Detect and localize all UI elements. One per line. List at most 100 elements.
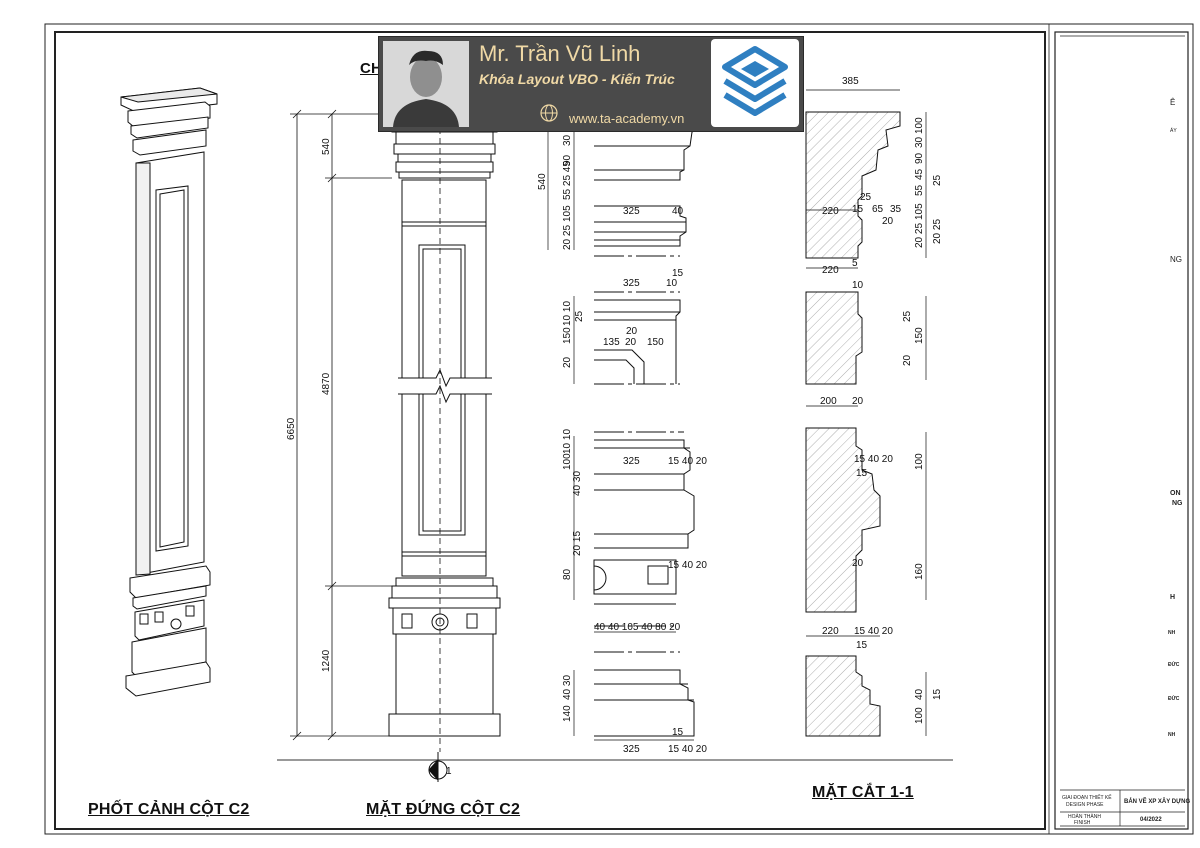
detail-dim-30: 30 bbox=[562, 134, 573, 146]
section-dim-20-b: 20 bbox=[902, 354, 913, 366]
section-dim-25-b: 25 bbox=[902, 310, 913, 322]
section-dim-20-25-b: 20 25 bbox=[932, 219, 943, 244]
section-dim-25: 25 bbox=[932, 174, 943, 186]
section-dim-25-a: 25 bbox=[860, 192, 872, 203]
section-dim-40: 40 bbox=[914, 688, 925, 700]
section-dim-150: 150 bbox=[914, 327, 925, 344]
detail-dim-20-c: 20 bbox=[625, 337, 637, 348]
title-block-side-2: ÁY bbox=[1170, 128, 1177, 134]
dim-bottom: 1240 bbox=[321, 649, 332, 672]
section-dim-20-a: 20 bbox=[882, 216, 894, 227]
section-marker-label: 1 bbox=[446, 766, 452, 777]
elevation-title: MẶT ĐỨNG CỘT C2 bbox=[366, 801, 521, 818]
title-block-side-10: NH bbox=[1168, 732, 1176, 738]
section-dim-20-c: 20 bbox=[852, 396, 864, 407]
detail-dim-80: 80 bbox=[562, 568, 573, 580]
title-block-side-1: Ê bbox=[1170, 98, 1176, 107]
title-block-finish-label: HOÀN THÀNH bbox=[1068, 814, 1101, 820]
avatar bbox=[383, 41, 469, 127]
detail-dim-base-15: 15 bbox=[672, 727, 684, 738]
section-marker-symbol bbox=[428, 752, 448, 782]
detail-dim-325-d: 325 bbox=[623, 744, 640, 755]
section-profile-drawing bbox=[805, 111, 901, 737]
section-dim-20-25: 20 25 bbox=[914, 223, 925, 248]
detail-dim-40: 40 bbox=[672, 206, 684, 217]
sheet-border bbox=[44, 23, 1194, 835]
section-dim-35: 35 bbox=[890, 204, 902, 215]
dim-total: 6650 bbox=[286, 417, 297, 440]
elevation-dimension-lines bbox=[290, 109, 392, 741]
title-block-side-8: ĐỨC bbox=[1168, 662, 1180, 668]
banner-course: Khóa Layout VBO - Kiến Trúc bbox=[479, 71, 675, 87]
detail-dim-40-30: 40 30 bbox=[572, 471, 583, 496]
detail-dim-90: 90 bbox=[562, 154, 573, 166]
section-dim-15-d: 15 bbox=[932, 688, 943, 700]
title-block-side-7: NH bbox=[1168, 630, 1176, 636]
section-dim-20-d: 20 bbox=[852, 558, 864, 569]
detail-dim-20-25: 20 25 bbox=[562, 225, 573, 250]
section-dim-10: 10 bbox=[852, 280, 864, 291]
detail-dim-20-15: 20 15 bbox=[572, 531, 583, 556]
section-dimension-lines bbox=[806, 89, 927, 736]
title-block-phase-label-en: DESIGN PHASE bbox=[1066, 802, 1104, 808]
detail-dim-150-b: 150 bbox=[647, 337, 664, 348]
section-dim-200: 200 bbox=[820, 396, 837, 407]
stacked-layers-logo bbox=[711, 39, 799, 127]
detail-dim-540: 540 bbox=[537, 173, 548, 190]
perspective-title: PHỐT CẢNH CỘT C2 bbox=[88, 801, 250, 818]
detail-dim-135: 135 bbox=[603, 337, 620, 348]
section-dim-220-a: 220 bbox=[822, 206, 839, 217]
detail-dim-325-b: 325 bbox=[623, 278, 640, 289]
detail-heading-start: CH bbox=[360, 60, 383, 77]
title-block-side-6: H bbox=[1170, 594, 1176, 601]
section-dim-15-b: 15 bbox=[856, 468, 868, 479]
detail-dim-150: 150 bbox=[562, 327, 573, 344]
detail-dim-105: 105 bbox=[562, 205, 573, 222]
section-dim-100-b: 100 bbox=[914, 453, 925, 470]
section-dim-15-40-20-a: 15 40 20 bbox=[854, 454, 893, 465]
section-dim-30: 30 bbox=[914, 136, 925, 148]
section-dim-15-40-20-b: 15 40 20 bbox=[854, 626, 893, 637]
detail-dim-15-40-20: 15 40 20 bbox=[668, 456, 707, 467]
title-block-side-9: ĐỨC bbox=[1168, 696, 1180, 702]
section-dim-45: 45 bbox=[914, 168, 925, 180]
section-dim-90: 90 bbox=[914, 152, 925, 164]
section-dim-55: 55 bbox=[914, 184, 925, 196]
section-dim-5: 5 bbox=[852, 258, 858, 269]
section-title: MẶT CẮT 1-1 bbox=[812, 784, 914, 801]
detail-dim-15-40-20-c: 15 40 20 bbox=[668, 744, 707, 755]
banner-website: www.ta-academy.vn bbox=[569, 111, 685, 126]
section-dim-100-c: 100 bbox=[914, 707, 925, 724]
detail-dim-base-140: 140 bbox=[562, 705, 573, 722]
detail-profile-drawing bbox=[593, 95, 707, 737]
detail-dim-25: 25 bbox=[574, 310, 585, 322]
title-block-side-5: NG bbox=[1172, 500, 1183, 507]
detail-dim-55-25-45: 55 25 45 bbox=[562, 161, 573, 200]
detail-dim-20-b: 20 bbox=[626, 326, 638, 337]
detail-dim-325-c: 325 bbox=[623, 456, 640, 467]
banner-name: Mr. Trần Vũ Linh bbox=[479, 41, 641, 66]
title-block-side-4: ON bbox=[1170, 490, 1181, 497]
dim-top: 540 bbox=[321, 138, 332, 155]
detail-dim-10-10: 10 10 bbox=[562, 301, 573, 326]
detail-dim-15-b: 15 bbox=[672, 268, 684, 279]
section-dim-65: 65 bbox=[872, 204, 884, 215]
title-block-finish-label-en: FINISH bbox=[1074, 820, 1091, 826]
detail-dim-100: 100 bbox=[562, 453, 573, 470]
detail-dim-20-d: 20 bbox=[562, 356, 573, 368]
dim-middle: 4870 bbox=[321, 372, 332, 395]
column-perspective-drawing bbox=[120, 87, 218, 697]
detail-dim-15-40-20-b: 15 40 20 bbox=[668, 560, 707, 571]
section-dim-100: 100 bbox=[914, 117, 925, 134]
detail-dim-10: 10 bbox=[666, 278, 678, 289]
title-block-phase-value: BẢN VẼ XP XÂY DỰNG bbox=[1124, 799, 1191, 805]
section-dim-220-b: 220 bbox=[822, 265, 839, 276]
promo-banner: Mr. Trần Vũ Linh Khóa Layout VBO - Kiến … bbox=[378, 36, 804, 132]
section-dim-160: 160 bbox=[914, 563, 925, 580]
column-elevation-drawing bbox=[388, 107, 501, 752]
section-dim-15-a: 15 bbox=[852, 204, 864, 215]
section-dim-385: 385 bbox=[842, 76, 859, 87]
detail-dim-base-40-30: 40 30 bbox=[562, 675, 573, 700]
title-block-lines bbox=[1060, 35, 1185, 827]
